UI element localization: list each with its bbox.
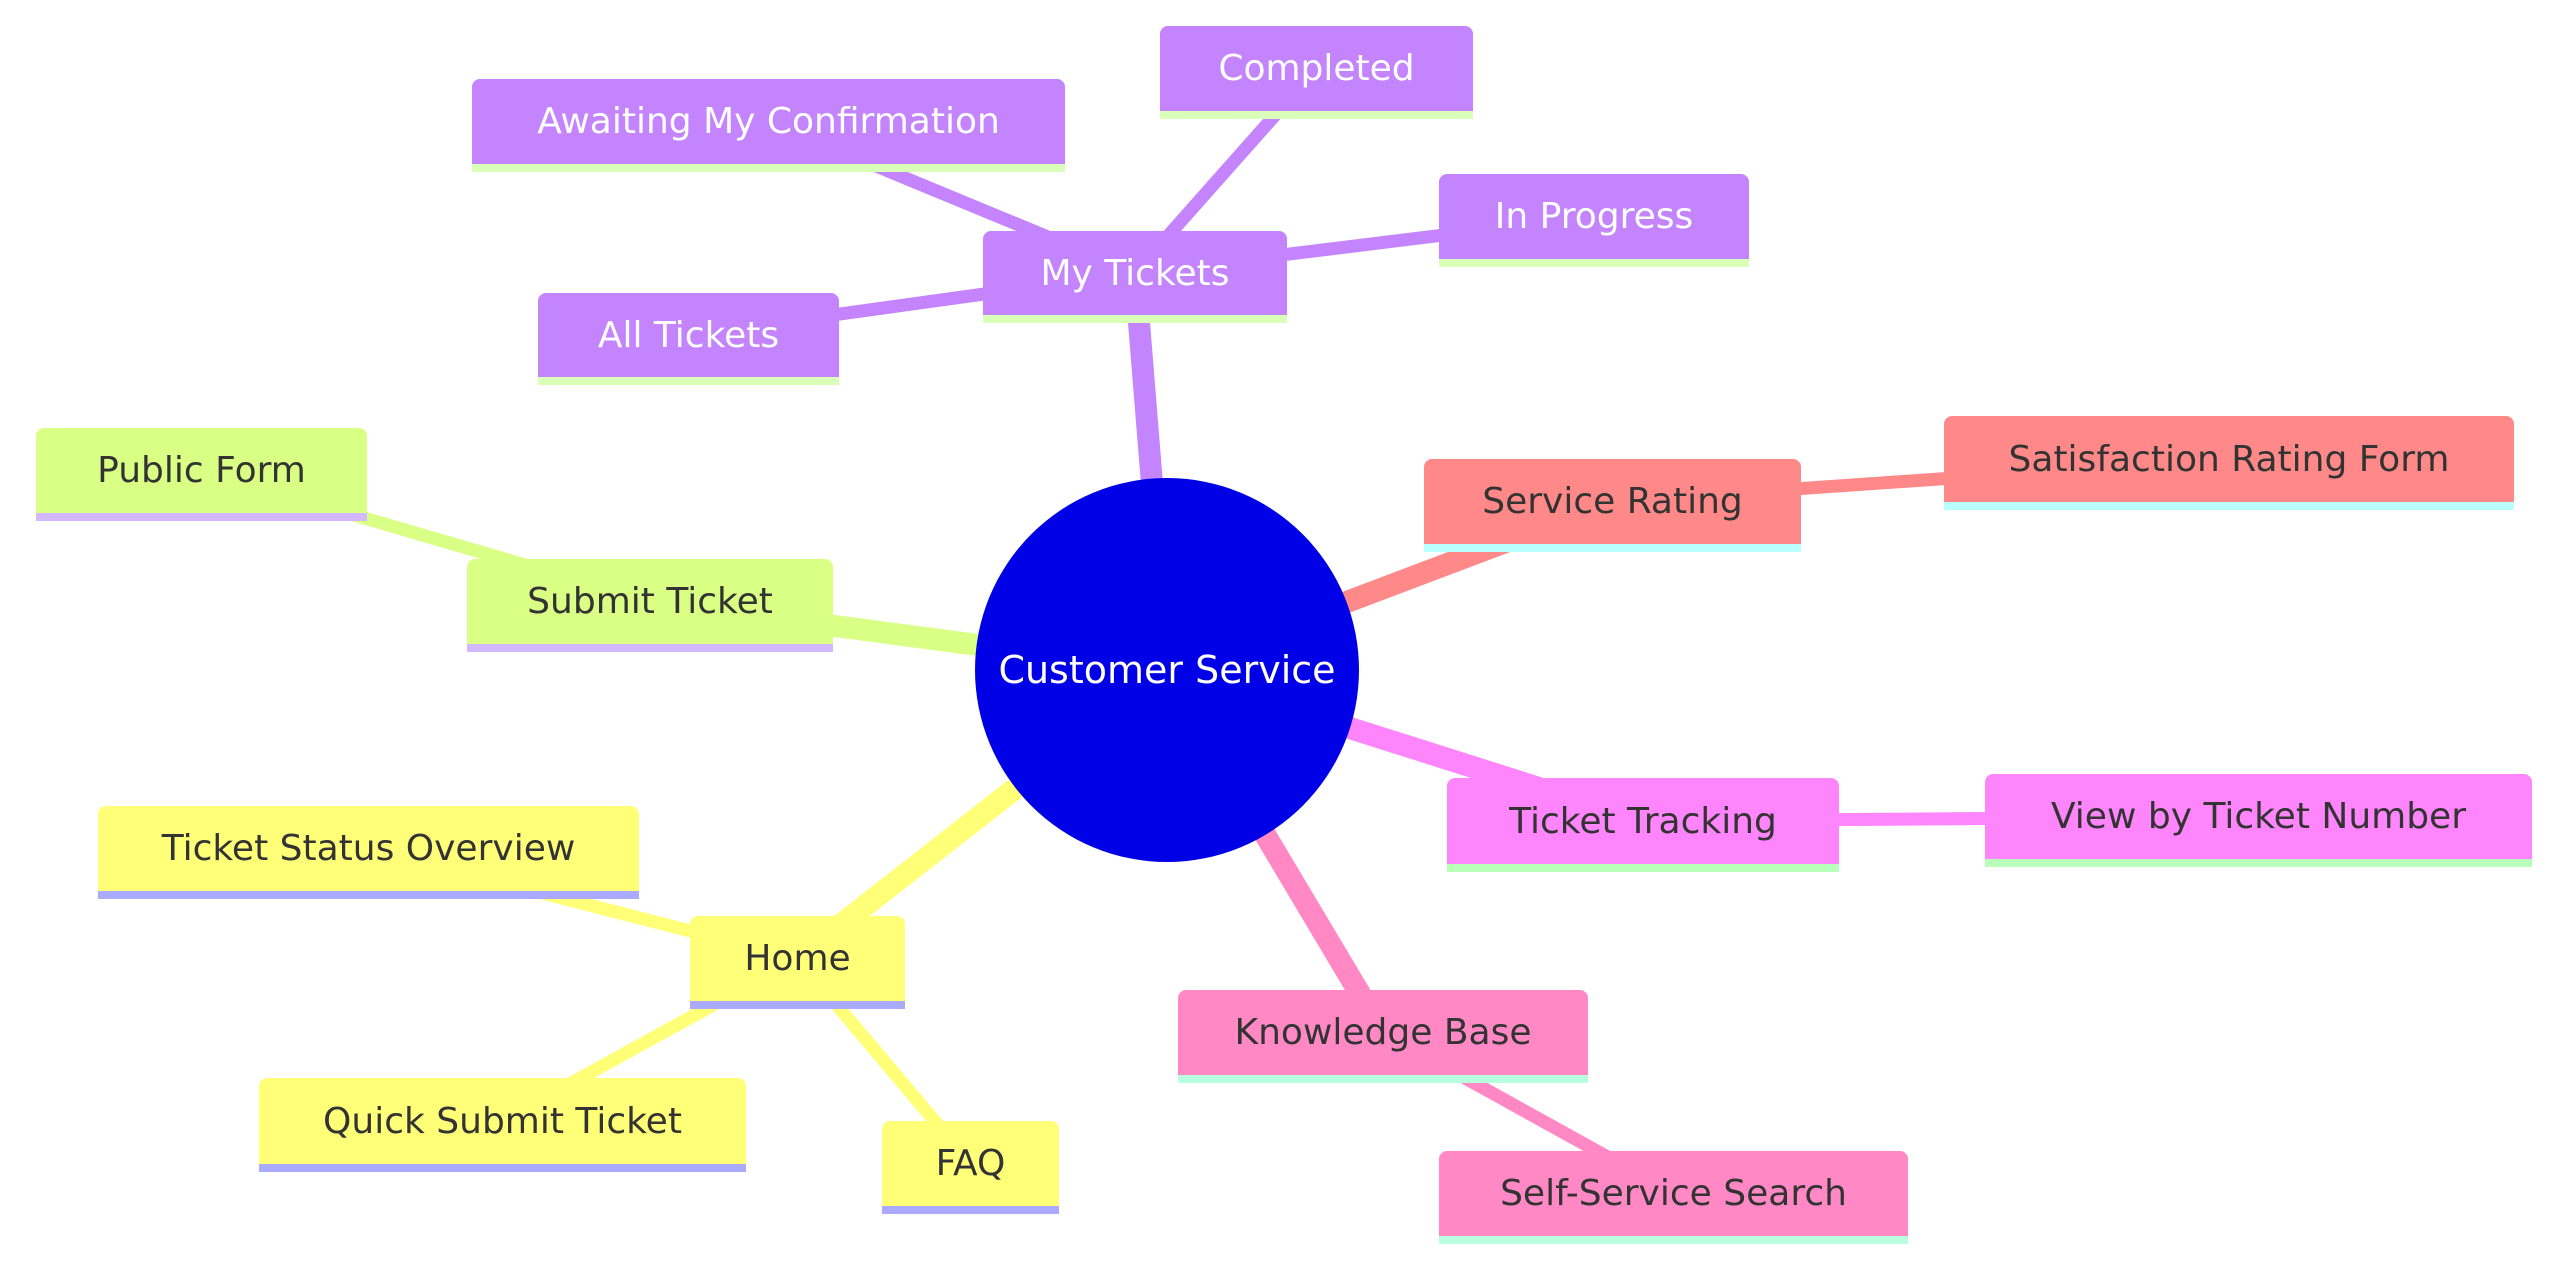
node-underline [1985, 859, 2532, 867]
node-label: View by Ticket Number [2050, 796, 2467, 837]
leaf-node-public-form[interactable]: Public Form [36, 428, 367, 521]
node-label: Completed [1218, 48, 1415, 89]
node-label: Self-Service Search [1500, 1173, 1847, 1214]
leaf-node-self-service-search[interactable]: Self-Service Search [1439, 1151, 1908, 1244]
root-node-customer-service[interactable]: Customer Service [975, 478, 1359, 862]
leaf-node-completed[interactable]: Completed [1160, 26, 1473, 119]
node-underline [1944, 502, 2514, 510]
leaf-node-all-tickets[interactable]: All Tickets [538, 293, 839, 385]
node-label: Ticket Tracking [1509, 800, 1777, 842]
branch-node-home[interactable]: Home [690, 916, 905, 1009]
node-label: Home [744, 938, 851, 979]
leaf-node-in-progress[interactable]: In Progress [1439, 174, 1749, 267]
node-underline [36, 513, 367, 521]
node-underline [1439, 1236, 1908, 1244]
node-underline [983, 315, 1287, 323]
node-underline [259, 1164, 746, 1172]
node-underline [882, 1206, 1059, 1214]
leaf-node-ticket-status-overview[interactable]: Ticket Status Overview [98, 806, 639, 899]
node-underline [472, 164, 1065, 172]
node-underline [1447, 864, 1839, 872]
leaf-node-faq[interactable]: FAQ [882, 1121, 1059, 1214]
node-label: Satisfaction Rating Form [2008, 438, 2450, 480]
node-label: My Tickets [1040, 252, 1230, 294]
node-label: Ticket Status Overview [161, 828, 576, 869]
leaf-node-awaiting-my-confirmation[interactable]: Awaiting My Confirmation [472, 79, 1065, 172]
leaf-node-view-by-ticket-number[interactable]: View by Ticket Number [1985, 774, 2532, 867]
node-underline [1178, 1075, 1588, 1083]
branch-node-knowledge-base[interactable]: Knowledge Base [1178, 990, 1588, 1083]
branch-node-submit-ticket[interactable]: Submit Ticket [467, 559, 833, 652]
leaf-node-satisfaction-rating-form[interactable]: Satisfaction Rating Form [1944, 416, 2514, 510]
node-underline [467, 644, 833, 652]
branch-node-my-tickets[interactable]: My Tickets [983, 231, 1287, 323]
node-underline [1160, 111, 1473, 119]
node-underline [1439, 259, 1749, 267]
node-underline [690, 1001, 905, 1009]
node-underline [1424, 544, 1801, 552]
node-label: Awaiting My Confirmation [537, 101, 1000, 142]
node-label: All Tickets [597, 314, 780, 356]
node-label: Quick Submit Ticket [323, 1100, 682, 1142]
node-label: In Progress [1494, 196, 1694, 237]
root-node-label: Customer Service [998, 648, 1336, 692]
node-underline [98, 891, 639, 899]
node-label: Public Form [97, 450, 306, 491]
node-label: Service Rating [1482, 481, 1743, 522]
branch-node-service-rating[interactable]: Service Rating [1424, 459, 1801, 552]
branch-node-ticket-tracking[interactable]: Ticket Tracking [1447, 778, 1839, 872]
leaf-node-quick-submit-ticket[interactable]: Quick Submit Ticket [259, 1078, 746, 1172]
node-label: Submit Ticket [527, 581, 773, 622]
node-label: Knowledge Base [1234, 1012, 1532, 1053]
node-underline [538, 377, 839, 385]
node-label: FAQ [935, 1143, 1006, 1184]
